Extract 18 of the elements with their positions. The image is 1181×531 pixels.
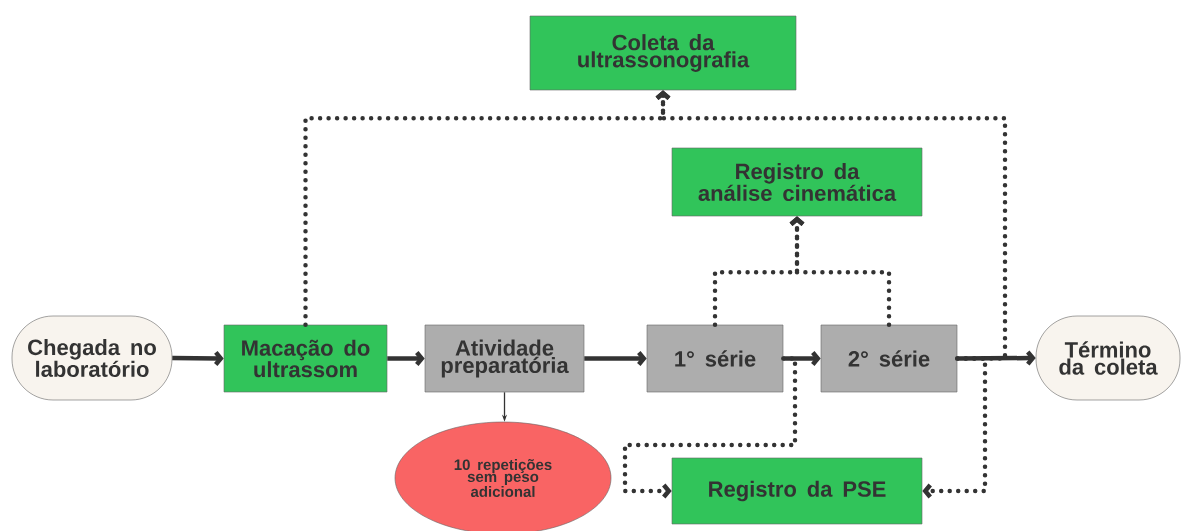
end-terminal: Término da coleta — [1035, 315, 1181, 401]
arrow — [922, 356, 988, 499]
arrow — [655, 90, 1008, 361]
process-box: 1° série — [646, 324, 784, 393]
process-box: Atividade preparatória — [424, 324, 585, 393]
start-terminal: Chegada no laboratório — [11, 315, 173, 401]
process-box: 2° série — [820, 324, 958, 393]
process-box: Registro da análise cinemática — [671, 147, 923, 217]
process-box: Registro da PSE — [671, 457, 923, 525]
arrow — [789, 216, 892, 327]
arrow — [387, 351, 425, 366]
arrow — [584, 351, 647, 366]
arrow — [783, 351, 821, 366]
arrow — [622, 356, 798, 499]
arrow — [172, 351, 224, 366]
arrow — [957, 350, 1036, 366]
process-box: Coleta da ultrassonografia — [529, 15, 797, 91]
process-box: Macação do ultrassom — [223, 324, 388, 393]
